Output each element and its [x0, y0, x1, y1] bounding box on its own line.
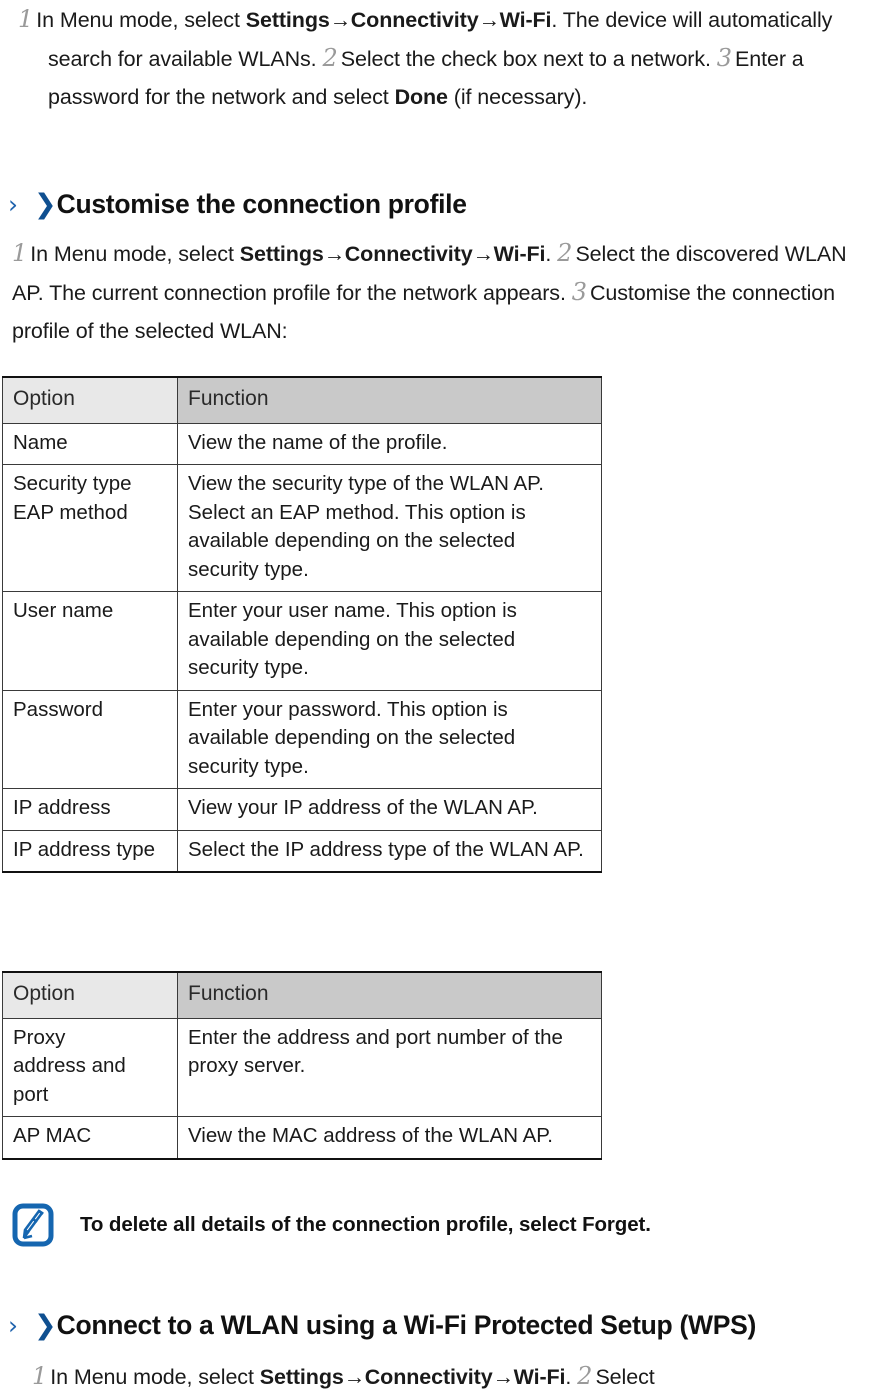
s1-step1-post: . — [545, 242, 558, 266]
function-cell: Enter the address and port number of the… — [177, 1017, 602, 1117]
menu-settings-label: Settings — [259, 1365, 344, 1389]
section-heading-customise: › ❯ Customise the connection profile — [8, 189, 467, 220]
option-cell: Security type EAP method — [2, 464, 178, 592]
menu-wifi-label: Wi-Fi — [493, 242, 546, 266]
step2-text: Select the check box next to a network. — [340, 47, 717, 71]
step1-text-pre: In Menu mode, select — [36, 8, 246, 32]
menu-wifi-label: Wi-Fi — [499, 8, 552, 32]
table-row: IP address type Select the IP address ty… — [2, 829, 602, 873]
column-header-option: Option — [2, 971, 178, 1019]
step-number-3: 3 — [716, 44, 733, 72]
note-pen-icon — [12, 1203, 54, 1247]
note-text-post: . — [645, 1212, 651, 1236]
section-heading-label: Customise the connection profile — [56, 189, 467, 219]
note-text: To delete all details of the connection … — [80, 1213, 651, 1238]
table-row: IP address View your IP address of the W… — [2, 788, 602, 831]
note-callout: To delete all details of the connection … — [12, 1203, 651, 1247]
option-cell: AP MAC — [2, 1116, 178, 1160]
arrow-icon: → — [492, 1365, 515, 1389]
option-cell: IP address type — [2, 829, 178, 873]
option-cell: Proxy address and port — [2, 1017, 178, 1117]
function-cell: Enter your password. This option is avai… — [177, 689, 602, 789]
chevron-right-icon: › — [8, 1311, 18, 1340]
menu-connectivity-label: Connectivity — [350, 8, 479, 32]
forget-option-label: Forget — [582, 1212, 646, 1236]
menu-connectivity-label: Connectivity — [364, 1365, 493, 1389]
table-header-row: Option Function — [2, 376, 602, 424]
done-button-label: Done — [394, 85, 448, 109]
function-cell: View the name of the profile. — [177, 422, 602, 465]
arrow-icon: → — [472, 242, 495, 266]
arrow-icon: → — [343, 1365, 366, 1389]
step-number-2: 2 — [557, 239, 573, 267]
section-heading-label: Connect to a WLAN using a Wi-Fi Protecte… — [56, 1310, 757, 1340]
column-header-function: Function — [177, 376, 602, 424]
option-cell: IP address — [2, 788, 178, 831]
table-row: Proxy address and port Enter the address… — [2, 1017, 602, 1117]
table-row: Security type EAP method View the securi… — [2, 464, 602, 592]
chevron-right-icon: › — [8, 190, 18, 219]
option-cell: Password — [2, 689, 178, 789]
menu-settings-label: Settings — [239, 242, 324, 266]
function-cell: View your IP address of the WLAN AP. — [177, 788, 602, 831]
table-row: Password Enter your password. This optio… — [2, 689, 602, 789]
note-text-pre: To delete all details of the connection … — [80, 1212, 583, 1236]
chevron-right-bold-icon: ❯ — [34, 1310, 57, 1341]
arrow-icon: → — [329, 8, 352, 32]
chevron-right-bold-icon: ❯ — [34, 189, 57, 220]
step3-text-post: (if necessary). — [447, 85, 588, 109]
step1-text-post: . The device will automatically search f… — [48, 8, 833, 71]
step-number-1: 1 — [12, 239, 28, 267]
s2-step1-post: . — [565, 1365, 578, 1389]
step-number-1: 1 — [32, 1362, 48, 1390]
s2-step1-pre: In Menu mode, select — [50, 1365, 260, 1389]
arrow-icon: → — [478, 8, 501, 32]
table-row: Name View the name of the profile. — [2, 422, 602, 465]
menu-settings-label: Settings — [245, 8, 330, 32]
s1-step2-text: Select the discovered WLAN AP. The curre… — [12, 242, 847, 305]
s1-step3-text: Customise the connection profile of the … — [12, 281, 835, 343]
step3-text-pre: Enter a password for the network and sel… — [48, 47, 804, 109]
menu-wifi-label: Wi-Fi — [513, 1365, 566, 1389]
section-heading-wps: › ❯ Connect to a WLAN using a Wi-Fi Prot… — [8, 1310, 757, 1341]
table-row: User name Enter your user name. This opt… — [2, 591, 602, 691]
step-number-2: 2 — [322, 44, 338, 72]
function-cell: View the MAC address of the WLAN AP. — [177, 1116, 602, 1160]
function-cell: View the security type of the WLAN AP. S… — [177, 464, 602, 592]
step-number-3: 3 — [571, 278, 587, 306]
option-cell: Name — [2, 422, 178, 465]
menu-connectivity-label: Connectivity — [344, 242, 473, 266]
proxy-options-table: Option Function Proxy address and port E… — [2, 971, 602, 1160]
connection-profile-options-table: Option Function Name View the name of th… — [2, 376, 602, 873]
step-number-2: 2 — [577, 1362, 593, 1390]
table-header-row: Option Function — [2, 971, 602, 1019]
function-cell: Enter your user name. This option is ava… — [177, 591, 602, 691]
step-number-1: 1 — [18, 5, 34, 33]
column-header-function: Function — [177, 971, 602, 1019]
table-row: AP MAC View the MAC address of the WLAN … — [2, 1116, 602, 1160]
function-cell: Select the IP address type of the WLAN A… — [177, 829, 602, 873]
column-header-option: Option — [2, 376, 178, 424]
arrow-icon: → — [323, 242, 346, 266]
s2-step2-text: Select — [595, 1365, 655, 1389]
option-cell: User name — [2, 591, 178, 691]
s1-step1-pre: In Menu mode, select — [30, 242, 240, 266]
